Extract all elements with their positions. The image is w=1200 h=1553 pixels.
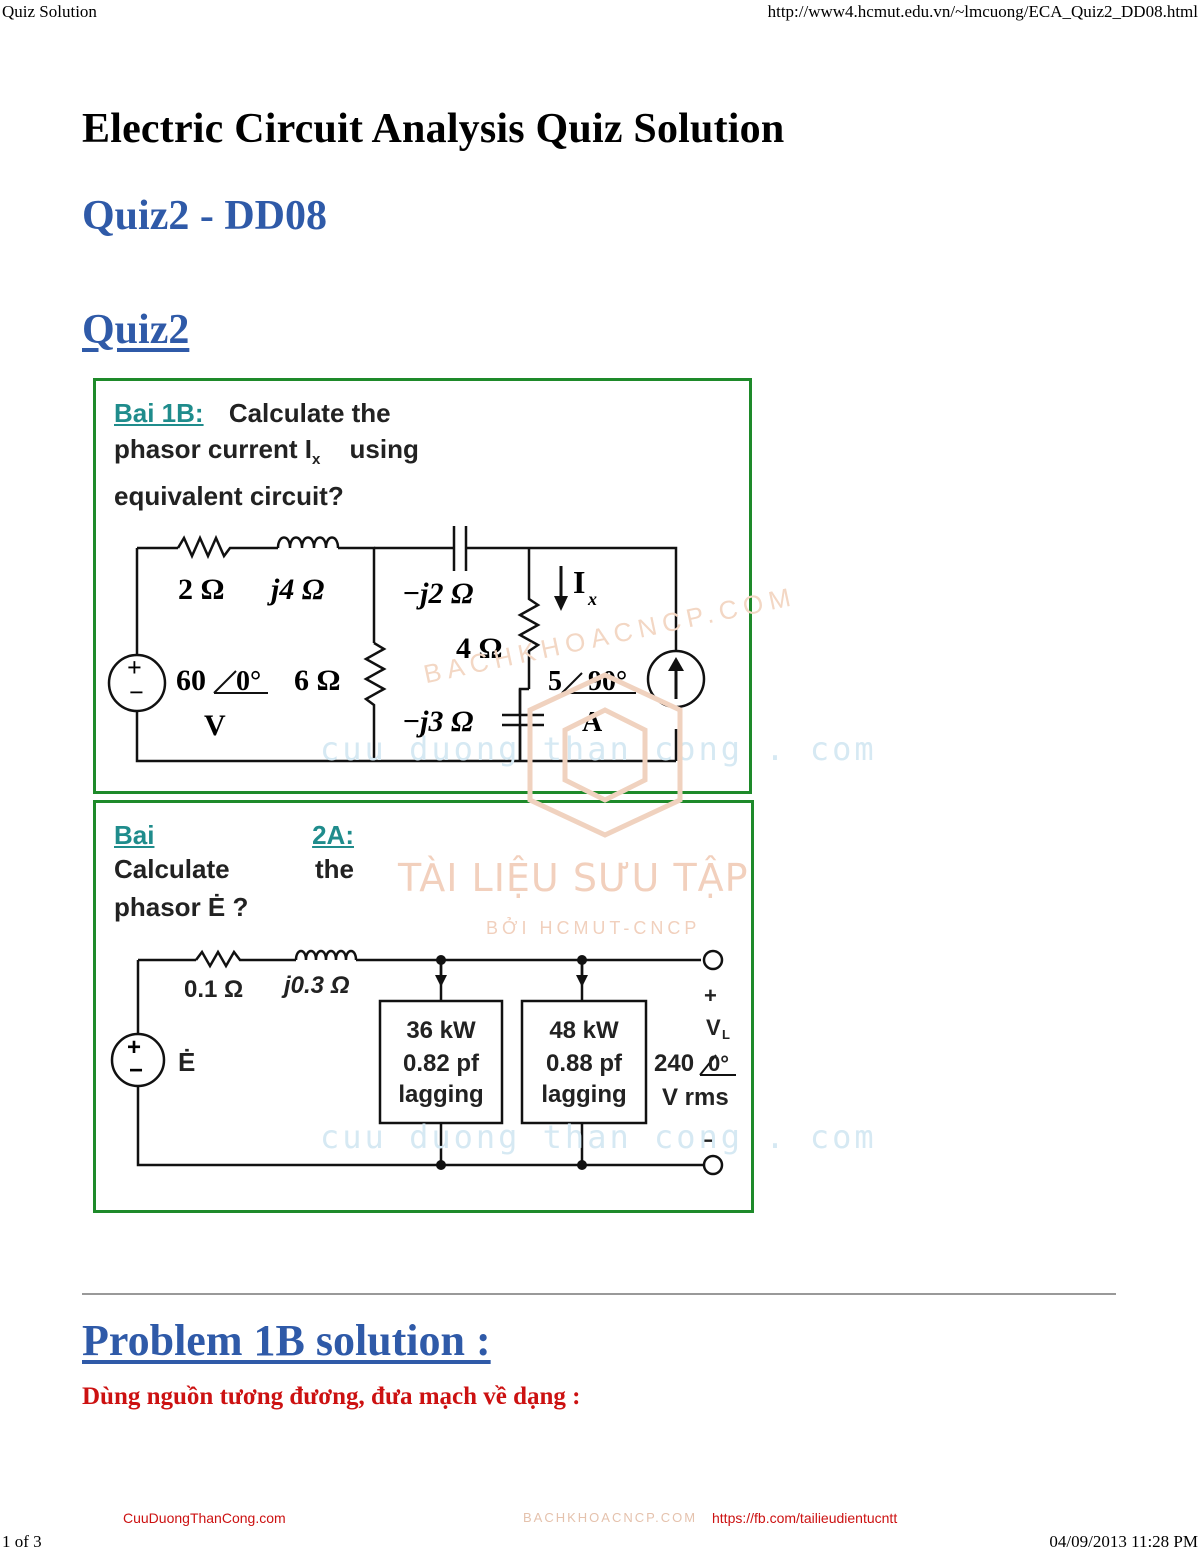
problem-1b-panel: Bai 1B: Calculate the phasor current Ix … xyxy=(93,378,752,794)
label-plus: + xyxy=(704,983,717,1008)
solution-heading[interactable]: Problem 1B solution : xyxy=(82,1316,491,1365)
print-footer-page: 1 of 3 xyxy=(2,1532,42,1551)
solution-text: Dùng nguồn tương đương, đưa mạch về dạng… xyxy=(82,1383,581,1410)
svg-text:+: + xyxy=(127,1034,141,1061)
label-j4-ohm: j4 Ω xyxy=(267,573,324,606)
load2-pf: 0.88 pf xyxy=(546,1050,623,1077)
label-minus-j3-ohm: −j3 Ω xyxy=(402,705,473,738)
footer-link-bachkhoacncp[interactable]: BACHKHOACNCP.COM xyxy=(523,1510,698,1525)
label-ix: I xyxy=(573,564,585,600)
label-0-1-ohm: 0.1 Ω xyxy=(184,976,243,1003)
label-current-magnitude: 5 xyxy=(548,666,562,697)
label-2-ohm: 2 Ω xyxy=(178,573,225,606)
label-j0-3-ohm: j0.3 Ω xyxy=(281,972,350,999)
svg-text:−: − xyxy=(129,678,144,707)
watermark-line-1: cuu duong than cong . com xyxy=(320,730,877,768)
label-minus: − xyxy=(702,1128,715,1153)
label-e-phasor: Ė xyxy=(178,1047,195,1077)
page-subtitle: Quiz2 - DD08 xyxy=(82,193,327,239)
page-title: Electric Circuit Analysis Quiz Solution xyxy=(82,106,785,152)
section-divider xyxy=(82,1293,1116,1295)
load1-lagging: lagging xyxy=(398,1081,483,1108)
load1-pf: 0.82 pf xyxy=(403,1050,480,1077)
svg-text:+: + xyxy=(127,653,142,682)
problem-2a-text: Bai 2A: Calculate the phasor Ė ? xyxy=(114,817,354,929)
problem-2a-label: Bai xyxy=(114,820,155,850)
svg-text:−: − xyxy=(129,1057,143,1084)
watermark-line-2: cuu duong than cong . com xyxy=(320,1118,877,1156)
svg-text:L: L xyxy=(722,1027,730,1042)
label-vrms: V rms xyxy=(662,1084,729,1111)
svg-text:x: x xyxy=(587,589,597,609)
print-header-title: Quiz Solution xyxy=(2,2,97,21)
label-source-magnitude: 60 xyxy=(176,664,206,697)
label-4-ohm: 4 Ω xyxy=(456,632,503,665)
watermark-small-text: BỞI HCMUT-CNCP xyxy=(486,918,701,938)
problem-1b-label: Bai 1B: xyxy=(114,398,204,428)
load1-power: 36 kW xyxy=(406,1017,476,1044)
footer-link-cuuduongthancong[interactable]: CuuDuongThanCong.com xyxy=(123,1510,286,1526)
watermark-big-text: TÀI LIỆU SƯU TẬP xyxy=(398,856,749,900)
label-source-unit: V xyxy=(204,709,226,742)
section-link-quiz2[interactable]: Quiz2 xyxy=(82,307,190,353)
circuit-2a-diagram: + − 0.1 Ω j0.3 Ω Ė 36 kW 0.82 pf lagging… xyxy=(110,949,736,1176)
load2-power: 48 kW xyxy=(549,1017,619,1044)
footer-link-facebook[interactable]: https://fb.com/tailieudientucntt xyxy=(712,1510,898,1526)
label-240: 240 xyxy=(654,1050,694,1077)
label-vl: V xyxy=(706,1015,721,1040)
print-footer-date: 04/09/2013 11:28 PM xyxy=(1049,1532,1198,1551)
label-source-angle: 0° xyxy=(236,666,261,697)
label-minus-j2-ohm: −j2 Ω xyxy=(402,577,473,610)
load2-lagging: lagging xyxy=(541,1081,626,1108)
problem-2a-panel: Bai 2A: Calculate the phasor Ė ? + − xyxy=(93,800,754,1213)
circuit-1b-diagram: + − 2 Ω j4 Ω −j2 Ω I x 4 Ω 60 0° V 6 Ω 5… xyxy=(107,526,706,763)
label-6-ohm: 6 Ω xyxy=(294,664,341,697)
problem-1b-text: Bai 1B: Calculate the phasor current Ix … xyxy=(114,398,419,512)
label-vangle: 0° xyxy=(708,1051,729,1076)
watermark-logo xyxy=(527,672,683,838)
print-header-url: http://www4.hcmut.edu.vn/~lmcuong/ECA_Qu… xyxy=(767,2,1198,21)
